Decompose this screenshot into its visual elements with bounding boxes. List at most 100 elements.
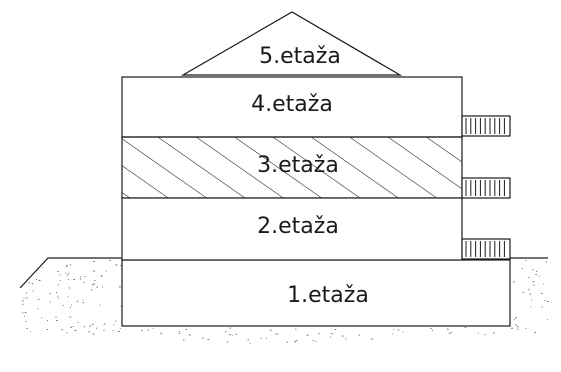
soil-dots: [22, 260, 549, 344]
soil-dot: [231, 334, 233, 336]
soil-dot: [103, 329, 105, 331]
soil-dot: [56, 320, 58, 321]
soil-dot: [105, 270, 107, 272]
soil-dot: [275, 333, 277, 335]
soil-dot: [402, 331, 404, 333]
soil-dot: [431, 330, 433, 331]
soil-dot: [62, 304, 64, 306]
soil-dot: [525, 328, 527, 329]
soil-dot: [538, 276, 540, 277]
soil-dot: [58, 284, 60, 286]
soil-dot: [178, 332, 181, 334]
soil-dot: [228, 334, 231, 336]
soil-dot: [269, 329, 272, 331]
floor-3-label: 3.etaža: [257, 153, 339, 178]
balcony-floor-4: [461, 115, 511, 137]
soil-dot: [295, 328, 297, 330]
soil-dot: [56, 292, 58, 293]
soil-dot: [26, 297, 28, 299]
soil-dot: [536, 270, 538, 272]
floor-5-label: 5.etaža: [259, 44, 341, 69]
soil-dot: [277, 333, 279, 335]
soil-dot: [49, 301, 51, 303]
soil-dot: [532, 281, 535, 283]
soil-dot: [47, 320, 48, 321]
soil-dot: [67, 296, 69, 298]
soil-dot: [80, 276, 81, 278]
soil-dot: [315, 341, 317, 342]
soil-dot: [266, 337, 267, 339]
soil-dot: [430, 327, 432, 329]
soil-dot: [76, 300, 79, 302]
soil-dot: [96, 286, 98, 288]
soil-dot: [112, 330, 114, 332]
soil-dot: [450, 332, 452, 334]
soil-dot: [88, 331, 91, 333]
soil-dot: [58, 297, 60, 299]
balcony-floor-2: [461, 238, 511, 260]
soil-dot: [65, 272, 67, 274]
soil-dot: [96, 327, 98, 329]
soil-dot: [66, 332, 68, 334]
soil-dot: [493, 332, 495, 334]
balconies: [461, 115, 511, 260]
soil-dot: [525, 260, 527, 262]
soil-dot: [83, 282, 85, 283]
soil-dot: [391, 333, 393, 335]
soil-dot: [370, 338, 372, 340]
soil-dot: [147, 329, 150, 331]
soil-dot: [533, 284, 535, 286]
soil-dot: [59, 280, 61, 281]
soil-dot: [55, 316, 57, 318]
soil-dot: [341, 335, 344, 337]
soil-dot: [207, 339, 210, 341]
soil-dot: [484, 334, 486, 335]
soil-dot: [57, 295, 59, 297]
soil-dot: [94, 280, 96, 281]
soil-dot: [92, 261, 95, 262]
soil-dot: [540, 293, 543, 294]
soil-dot: [93, 283, 95, 285]
soil-dot: [102, 286, 103, 288]
soil-dot: [46, 329, 48, 330]
soil-dot: [235, 334, 238, 335]
soil-dot: [41, 317, 43, 319]
soil-dot: [543, 283, 545, 285]
soil-dot: [547, 319, 548, 321]
soil-dot: [534, 331, 536, 333]
soil-dot: [37, 298, 40, 300]
soil-dot: [89, 325, 92, 327]
soil-dot: [72, 326, 74, 327]
soil-dot: [286, 341, 288, 343]
soil-dot: [160, 332, 162, 334]
soil-dot: [73, 279, 75, 280]
soil-dot: [517, 328, 519, 330]
soil-dot: [67, 278, 69, 280]
soil-dot: [91, 284, 94, 286]
soil-dot: [522, 292, 525, 293]
soil-dot: [528, 289, 530, 291]
soil-dot: [66, 265, 68, 267]
soil-dot: [247, 339, 249, 341]
soil-dot: [71, 304, 72, 306]
balcony-floor-3: [461, 177, 511, 199]
soil-dot: [202, 337, 204, 339]
soil-dot: [24, 315, 25, 317]
soil-dot: [36, 279, 38, 280]
soil-dot: [120, 305, 122, 307]
soil-dot: [306, 334, 309, 336]
soil-dot: [330, 333, 333, 335]
soil-dot: [22, 300, 24, 302]
soil-dot: [49, 293, 51, 295]
soil-dot: [77, 321, 79, 323]
soil-dot: [57, 271, 59, 273]
soil-dot: [535, 274, 537, 275]
soil-dot: [79, 278, 82, 280]
soil-dot: [29, 282, 30, 283]
floor-2-box: [121, 197, 463, 261]
soil-dot: [92, 333, 95, 335]
soil-dot: [464, 327, 467, 329]
soil-dot: [69, 306, 71, 308]
soil-dot: [99, 304, 101, 306]
